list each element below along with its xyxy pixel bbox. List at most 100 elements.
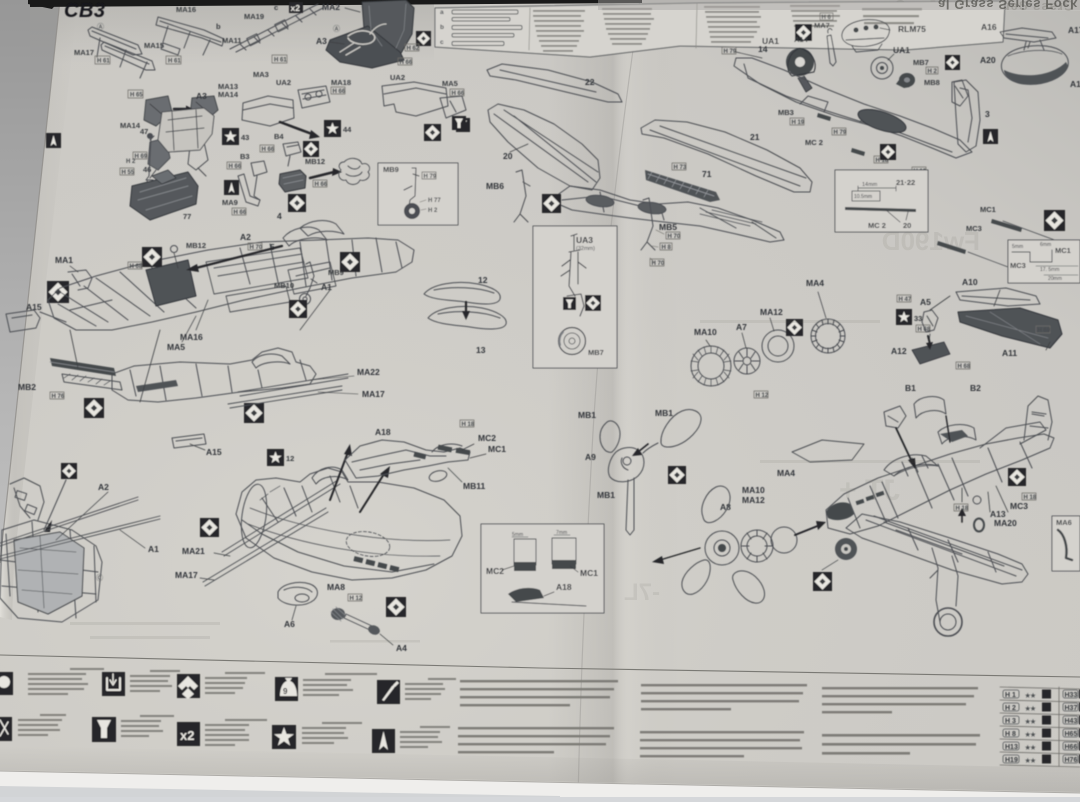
svg-text:H65: H65 (1065, 731, 1078, 738)
svg-text:H 61: H 61 (168, 59, 181, 65)
svg-text:A13: A13 (990, 509, 1006, 519)
svg-text:-7L: -7L (624, 579, 660, 606)
svg-text:MA9: MA9 (222, 198, 238, 207)
svg-text:CB3: CB3 (64, 0, 106, 22)
svg-text:H 66: H 66 (400, 60, 413, 66)
svg-text:MB11: MB11 (463, 481, 485, 491)
svg-text:Ⓒ: Ⓒ (96, 574, 103, 582)
svg-text:UA1: UA1 (893, 45, 910, 55)
svg-text:46: 46 (143, 165, 151, 174)
svg-text:MC1: MC1 (488, 444, 506, 454)
svg-text:MC1: MC1 (1055, 246, 1071, 255)
svg-text:UA3: UA3 (576, 235, 593, 245)
svg-text:A7: A7 (736, 322, 747, 332)
svg-text:MA8: MA8 (327, 582, 345, 592)
svg-text:H 18: H 18 (1024, 495, 1037, 501)
svg-text:77: 77 (183, 212, 191, 221)
svg-text:17. 5mm: 17. 5mm (1040, 267, 1059, 273)
svg-text:MA1: MA1 (55, 255, 73, 265)
svg-text:H 66: H 66 (262, 147, 275, 153)
svg-text:33: 33 (914, 314, 922, 323)
svg-text:3: 3 (985, 109, 990, 119)
svg-text:H 61: H 61 (274, 58, 287, 64)
svg-text:A18: A18 (556, 582, 572, 592)
svg-text:UA1: UA1 (762, 36, 779, 46)
svg-text:★★: ★★ (1025, 745, 1036, 752)
svg-text:21: 21 (750, 132, 760, 142)
svg-text:H19: H19 (1005, 757, 1018, 764)
svg-text:12: 12 (286, 454, 294, 463)
svg-text:H 8: H 8 (1005, 731, 1016, 738)
svg-text:MB9: MB9 (328, 268, 344, 277)
svg-text:MA4: MA4 (777, 468, 795, 478)
svg-text:H 12: H 12 (756, 393, 769, 399)
svg-text:H 1: H 1 (1005, 692, 1016, 699)
svg-text:MA14: MA14 (120, 121, 141, 130)
svg-text:H 6: H 6 (822, 15, 832, 21)
svg-text:21·22: 21·22 (896, 178, 915, 187)
svg-text:MA20: MA20 (994, 518, 1017, 528)
svg-text:H 47: H 47 (899, 297, 912, 303)
svg-text:12: 12 (478, 275, 488, 285)
svg-text:71: 71 (702, 169, 712, 179)
svg-text:20: 20 (903, 221, 911, 230)
svg-text:H43: H43 (1065, 718, 1078, 725)
svg-text:★★: ★★ (1025, 719, 1036, 726)
svg-text:MC3: MC3 (1010, 261, 1026, 270)
svg-text:MB12: MB12 (305, 157, 325, 166)
svg-text:7mm: 7mm (556, 530, 567, 536)
svg-text:JT +: JT + (839, 474, 900, 507)
svg-text:H37: H37 (1065, 705, 1078, 712)
svg-text:MB2: MB2 (18, 382, 36, 392)
svg-text:al Grass Series Fock: al Grass Series Fock (938, 0, 1078, 12)
svg-text:H 19: H 19 (792, 120, 805, 126)
svg-text:H13: H13 (1005, 744, 1018, 751)
svg-text:A5: A5 (920, 297, 931, 307)
svg-text:Ⓐ: Ⓐ (333, 25, 340, 33)
svg-text:MA2: MA2 (322, 2, 340, 12)
svg-text:H 70: H 70 (652, 261, 665, 267)
svg-text:MA17: MA17 (74, 48, 94, 57)
svg-text:H 2: H 2 (126, 159, 136, 165)
svg-text:H 66: H 66 (452, 91, 465, 97)
svg-text:H33: H33 (1065, 692, 1078, 699)
svg-text:H 73: H 73 (674, 165, 687, 171)
svg-text:UA2: UA2 (276, 78, 291, 87)
svg-text:H 79: H 79 (724, 49, 737, 55)
svg-text:A1: A1 (148, 544, 159, 554)
svg-text:H 2: H 2 (1005, 705, 1016, 712)
svg-text:MC3: MC3 (1010, 501, 1028, 511)
svg-text:H 62: H 62 (407, 46, 420, 52)
svg-text:H 68: H 68 (918, 327, 931, 333)
svg-text:MC2: MC2 (486, 566, 504, 576)
svg-text:A3: A3 (316, 36, 327, 46)
svg-text:MB1: MB1 (597, 490, 615, 500)
svg-text:20: 20 (503, 151, 513, 161)
svg-text:MA19: MA19 (244, 12, 264, 21)
svg-text:H 76: H 76 (52, 394, 65, 400)
svg-text:MA14: MA14 (218, 90, 239, 99)
svg-text:MB1: MB1 (578, 410, 596, 420)
svg-text:H 69: H 69 (1038, 328, 1051, 334)
svg-text:9: 9 (283, 687, 288, 696)
svg-text:H76: H76 (1065, 757, 1078, 764)
svg-text:44: 44 (343, 125, 352, 134)
svg-text:MA13: MA13 (218, 82, 238, 91)
svg-text:MA12: MA12 (742, 495, 765, 505)
svg-text:B3: B3 (240, 152, 250, 161)
svg-text:22: 22 (585, 77, 595, 87)
svg-text:MA5: MA5 (167, 342, 185, 352)
svg-text:MC 2: MC 2 (868, 221, 886, 230)
svg-text:H 18: H 18 (462, 422, 475, 428)
svg-text:A18: A18 (375, 427, 391, 437)
svg-text:MA17: MA17 (362, 389, 385, 399)
svg-text:14: 14 (758, 44, 768, 54)
svg-text:MB6: MB6 (486, 181, 504, 191)
svg-text:MC1: MC1 (980, 205, 996, 214)
svg-text:(32mm): (32mm) (576, 246, 595, 252)
svg-text:c: c (440, 39, 444, 46)
svg-text:H 70: H 70 (250, 245, 263, 251)
svg-text:MC3: MC3 (966, 224, 982, 233)
svg-text:H 70: H 70 (668, 234, 681, 240)
svg-text:B2: B2 (970, 383, 981, 393)
